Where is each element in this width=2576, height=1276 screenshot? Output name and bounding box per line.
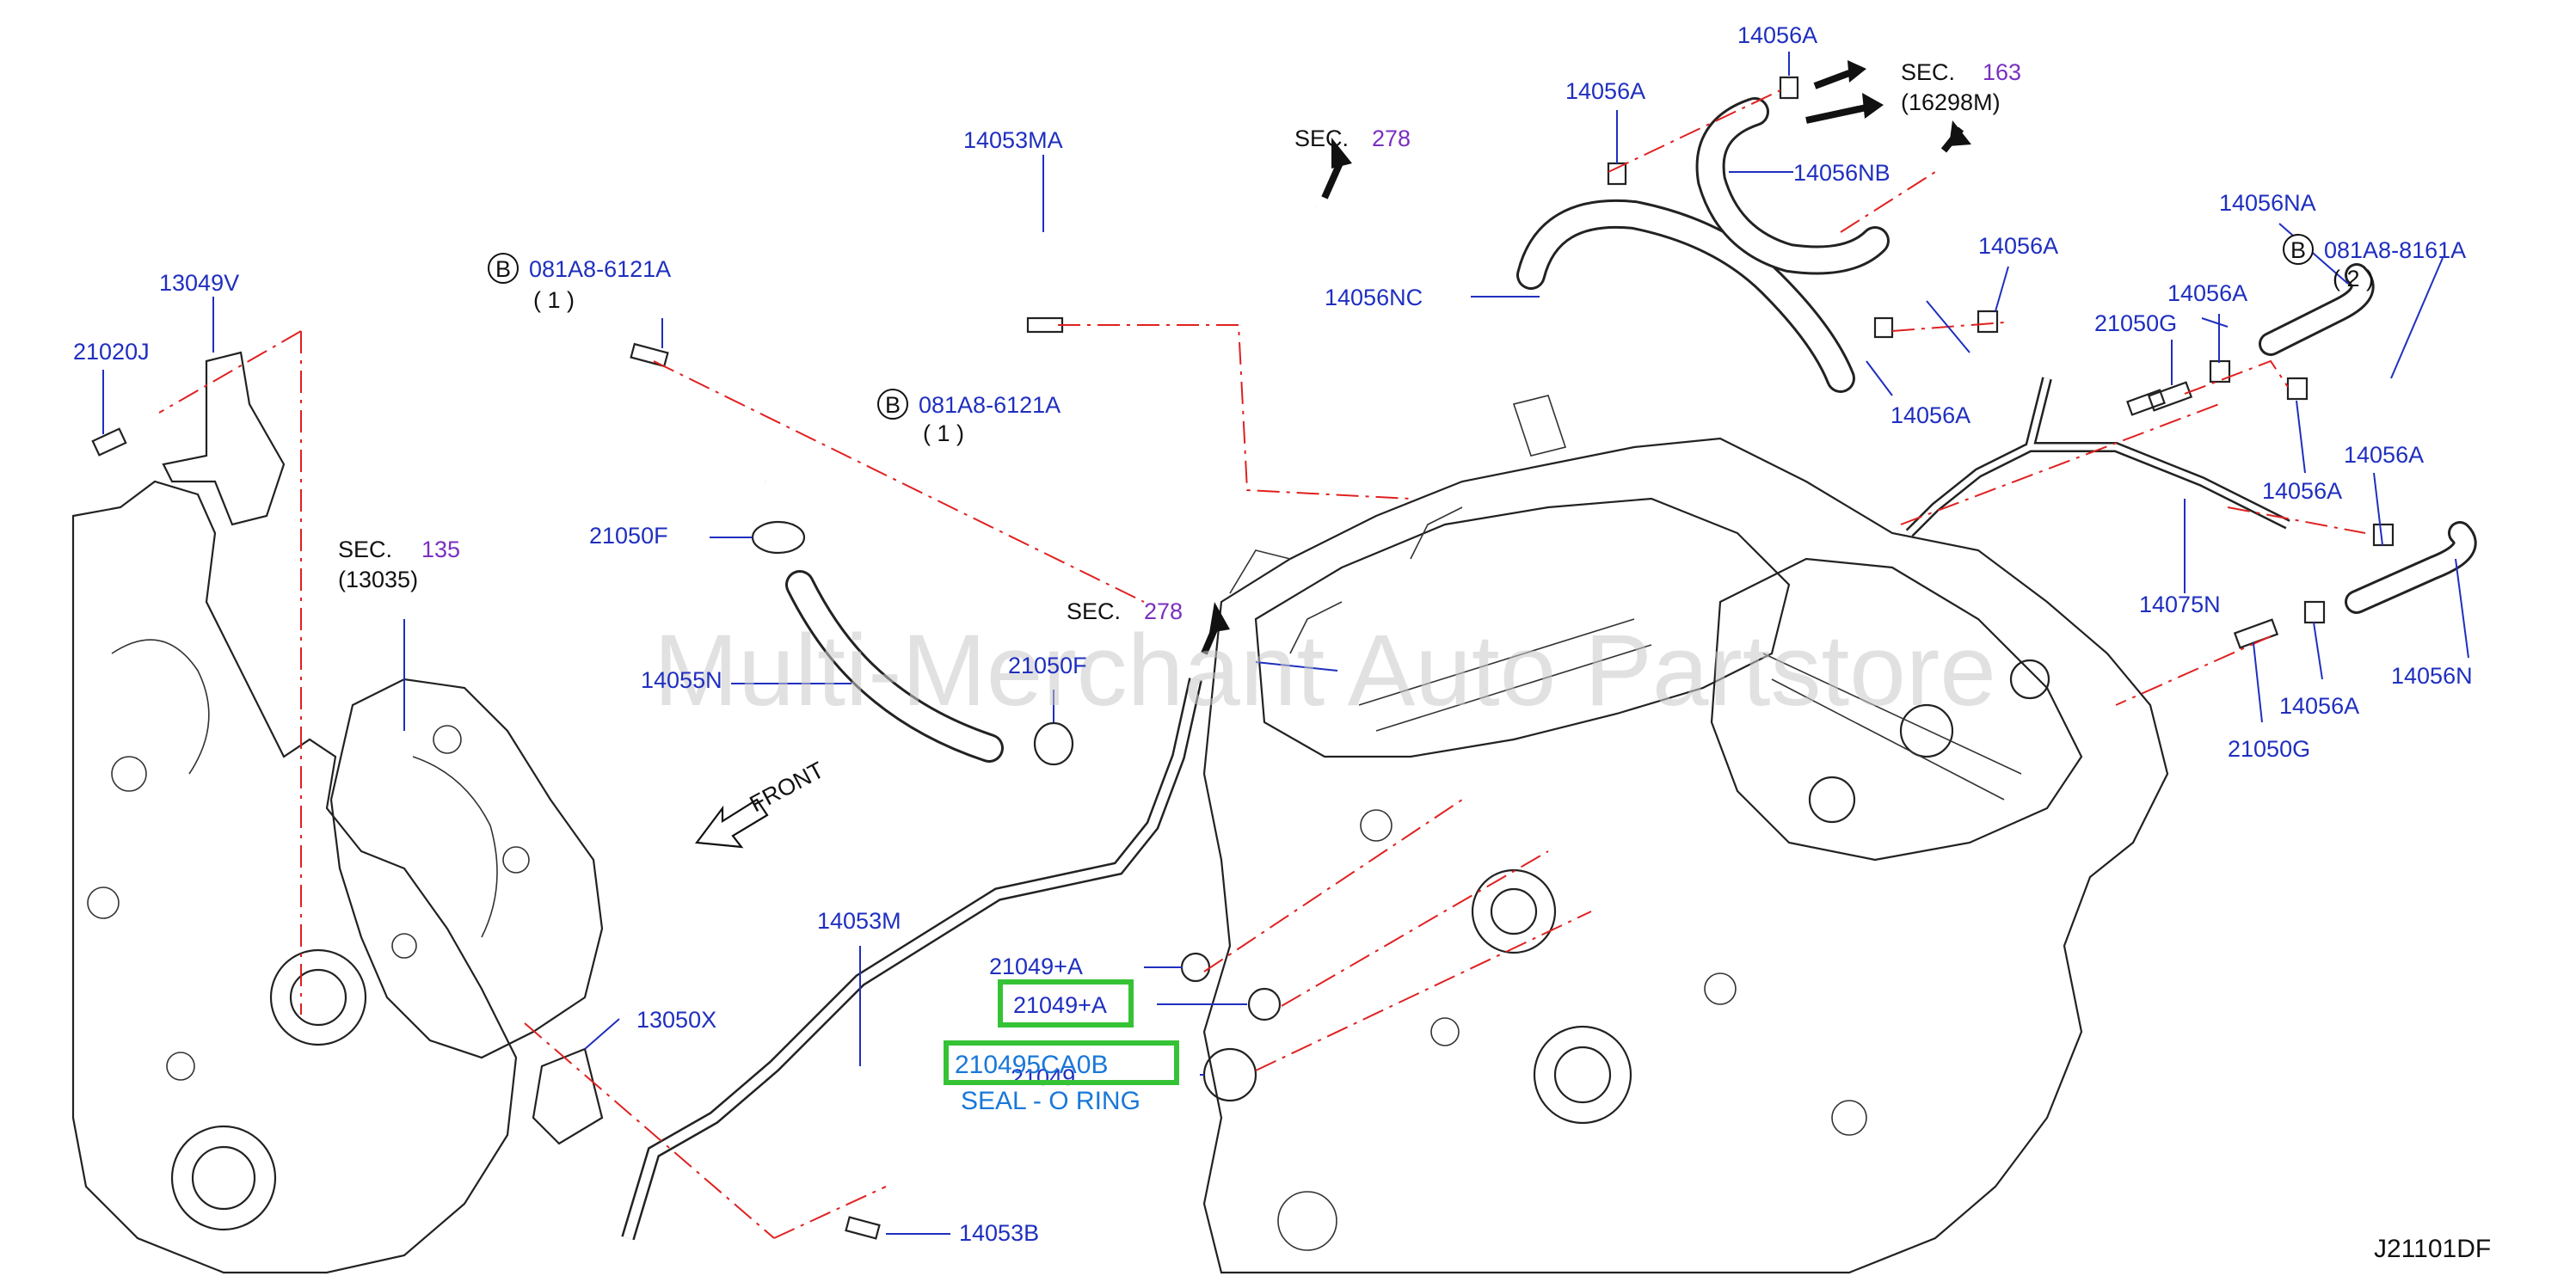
callout-14056A-top: 14056A	[1737, 22, 1817, 48]
bolt-circle-letter: B	[885, 392, 901, 418]
bolt-callout-2: B 081A8-6121A ( 1 )	[877, 389, 1061, 446]
leader-lines	[102, 52, 2469, 1235]
sec-sub: (16298M)	[1901, 89, 2001, 115]
callout-14075N: 14075N	[2139, 592, 2221, 617]
clamp-center	[1873, 316, 1894, 339]
fitting-21050G-top	[2147, 381, 2193, 412]
bolt-qty: ( 1 )	[923, 420, 964, 446]
engine-block-drawing	[1202, 395, 2169, 1274]
sec-prefix: SEC.	[1901, 59, 1955, 85]
diagram-code: J21101DF	[2374, 1235, 2491, 1263]
sec-number: 278	[1144, 598, 1183, 624]
callout-14053MA: 14053MA	[963, 127, 1063, 153]
callout-14056NA: 14056NA	[2219, 190, 2316, 216]
callout-21049A-1: 21049+A	[989, 954, 1083, 979]
clamp-left	[1607, 162, 1627, 186]
section-ref-163: SEC. 163 (16298M)	[1901, 59, 2021, 115]
timing-cover-drawing	[71, 480, 604, 1274]
callout-14056A-mid2: 14056A	[1978, 233, 2058, 259]
callout-14056A-r1: 14056A	[2167, 280, 2247, 306]
callout-14056A-mid1: 14056A	[1891, 402, 1970, 428]
bolt-callout-1: B 081A8-6121A ( 1 )	[488, 253, 671, 313]
highlight-description[interactable]: SEAL - O RING	[961, 1087, 1140, 1115]
watermark: Multi-Merchant Auto Partstore	[654, 614, 1996, 727]
bolt-3	[2126, 389, 2166, 416]
clamp-mid	[1977, 310, 1999, 334]
callout-14055N: 14055N	[641, 667, 722, 693]
callout-21049: 21049	[1011, 1064, 1075, 1090]
highlight-part-number[interactable]: 210495CA0B	[955, 1051, 1108, 1079]
clamp-r2	[2286, 377, 2309, 401]
clamp-21050F-1	[751, 520, 806, 555]
highlight-box-21049A[interactable]	[998, 979, 1134, 1028]
bolt-qty: ( 1 )	[533, 287, 575, 313]
callout-21050F-2: 21050F	[1008, 653, 1087, 678]
clamp-21050F-2	[1033, 721, 1074, 766]
sec-number: 163	[1983, 59, 2021, 85]
callout-21050G-top: 21050G	[2094, 310, 2177, 336]
bolt-circle-letter: B	[495, 256, 511, 282]
bolt-14053B	[845, 1216, 881, 1240]
section-ref-135: SEC. 135 (13035)	[338, 537, 460, 592]
bolt-1	[630, 342, 669, 368]
bolt-circle-letter: B	[2290, 237, 2306, 263]
bolt-qty: ( 2 )	[2333, 266, 2374, 291]
callout-14056A-r2: 14056A	[2262, 478, 2342, 504]
callout-13049V: 13049V	[159, 270, 239, 296]
sec-prefix: SEC.	[1294, 126, 1349, 151]
callout-14056NB: 14056NB	[1793, 160, 1891, 186]
bolt-part-number: 081A8-6121A	[919, 392, 1061, 418]
sec-number: 135	[421, 537, 460, 562]
sec-sub: (13035)	[338, 567, 418, 592]
callout-labels: 14056A 14056A 14056NB 14056NC 14056A 140…	[73, 22, 2473, 1246]
front-indicator: FRONT	[694, 757, 828, 849]
clamp-r3	[2372, 523, 2395, 547]
front-label: FRONT	[746, 757, 828, 817]
callout-14056A-left: 14056A	[1565, 78, 1645, 104]
callout-13050X: 13050X	[636, 1007, 716, 1033]
callout-14053B: 14053B	[959, 1220, 1039, 1246]
o-ring-2	[1247, 987, 1282, 1021]
bolt-callouts: B 081A8-6121A ( 1 ) B 081A8-6121A ( 1 ) …	[488, 234, 2466, 446]
arrows	[1201, 60, 1971, 655]
callout-21050F-1: 21050F	[589, 523, 668, 549]
bolt-part-number: 081A8-6121A	[529, 256, 671, 282]
section-ref-278-top: SEC. 278	[1294, 126, 1411, 151]
sec-prefix: SEC.	[1067, 598, 1121, 624]
callout-14053M: 14053M	[817, 908, 901, 934]
centerlines	[158, 89, 2366, 1239]
section-ref-278-mid: SEC. 278	[1067, 598, 1183, 624]
clamp-top	[1779, 76, 1799, 100]
callout-14056A-r4: 14056A	[2279, 693, 2359, 719]
callout-21050G-bot: 21050G	[2228, 736, 2310, 762]
highlight-box-part-number[interactable]	[944, 1040, 1179, 1085]
clamp-r4	[2303, 600, 2326, 624]
sec-number: 278	[1372, 126, 1411, 151]
bolt-part-number: 081A8-8161A	[2324, 237, 2466, 263]
highlighted-parts[interactable]: 21049+A 210495CA0B SEAL - O RING	[944, 979, 1179, 1115]
callout-14056NC: 14056NC	[1325, 285, 1423, 310]
callout-21020J: 21020J	[73, 339, 150, 365]
callout-14056N: 14056N	[2391, 663, 2473, 689]
bolt-21020J	[91, 427, 127, 457]
callout-14056A-r3: 14056A	[2344, 442, 2424, 468]
section-references: SEC. 278 SEC. 278 SEC. 163 (16298M) SEC.…	[338, 59, 2021, 624]
callout-21049A-2[interactable]: 21049+A	[1013, 992, 1107, 1018]
o-ring-1	[1180, 952, 1211, 983]
bolt-callout-3: B 081A8-8161A ( 2 )	[2283, 234, 2466, 291]
sec-prefix: SEC.	[338, 537, 392, 562]
